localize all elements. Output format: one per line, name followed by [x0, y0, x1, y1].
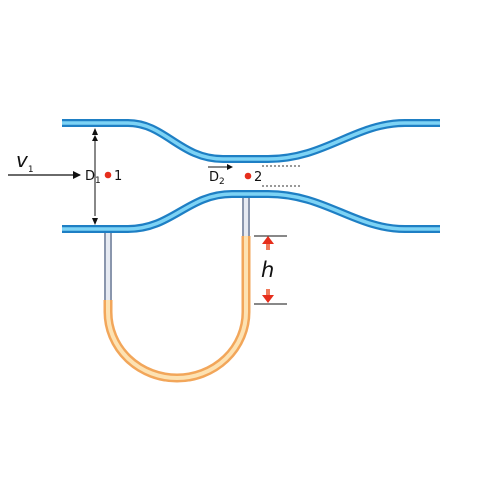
venturi-pipe [62, 119, 440, 233]
pipe-top-wall-outer [62, 119, 440, 163]
d1-arrow-head-top [92, 128, 98, 135]
pipe-bottom-wall-outer [62, 190, 440, 233]
height-h-dimension [254, 235, 287, 305]
velocity-label: v1 [16, 148, 34, 175]
point-1-label: 1 [114, 169, 122, 184]
d1-label: D1 [85, 169, 101, 186]
point-2-marker [244, 172, 252, 180]
d1-arrow-head-bottom [92, 218, 98, 225]
height-label: h [261, 258, 274, 282]
pipe-bottom-wall-inner [62, 192, 440, 231]
point-2-label: 2 [254, 170, 262, 185]
h-arrow-down [262, 289, 274, 303]
d2-label: D2 [209, 170, 225, 187]
manometer-liquid-inner [106, 236, 248, 380]
manometer-u-tube [103, 196, 251, 383]
pipe-top-wall-inner [62, 121, 440, 161]
h-arrow-up [262, 236, 274, 250]
point-1-marker [104, 171, 112, 179]
